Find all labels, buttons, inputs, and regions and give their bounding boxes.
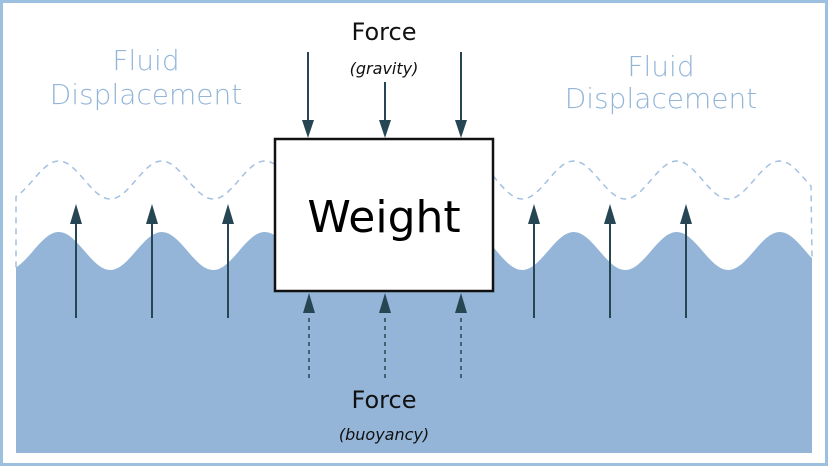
fluid-displacement-right-line1: Fluid	[627, 50, 694, 83]
displacement-arrow-head	[604, 204, 616, 224]
buoyancy-arrow-head	[455, 293, 467, 313]
gravity-arrow-head	[455, 120, 467, 138]
buoyancy-arrow-head	[303, 293, 315, 313]
gravity-arrows	[302, 52, 467, 138]
fluid-displacement-left-line1: Fluid	[112, 44, 179, 77]
displaced-fluid-outline-left	[15, 160, 275, 268]
gravity-arrow-head	[379, 120, 391, 138]
displacement-arrow-head	[146, 204, 158, 224]
displacement-arrow-head	[680, 204, 692, 224]
buoyancy-arrows	[303, 293, 467, 378]
gravity-arrow-head	[302, 120, 314, 138]
fluid-displacement-left-line2: Displacement	[50, 78, 243, 111]
weight-label: Weight	[307, 192, 460, 243]
buoyancy-arrow-head	[379, 293, 391, 313]
gravity-force-subtitle: (gravity)	[350, 59, 419, 78]
weight-box	[273, 137, 495, 293]
fluid-body	[16, 232, 812, 453]
buoyancy-force-subtitle: (buoyancy)	[339, 425, 429, 444]
displacement-arrow-head	[70, 204, 82, 224]
displacement-arrows	[70, 204, 692, 318]
displacement-arrow-head	[528, 204, 540, 224]
displaced-fluid-outline-right	[492, 160, 813, 259]
gravity-force-title: Force	[352, 18, 417, 46]
displacement-arrow-head	[222, 204, 234, 224]
fluid-displacement-right-line2: Displacement	[565, 82, 758, 115]
buoyancy-force-title: Force	[352, 386, 417, 414]
